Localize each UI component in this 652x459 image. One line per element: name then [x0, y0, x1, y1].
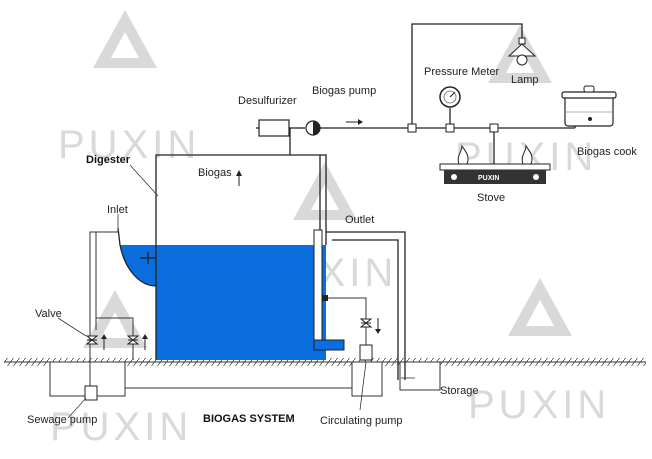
ground: [4, 358, 646, 397]
sewage-pump: [84, 385, 98, 401]
flow-arrow-up-icon: [142, 334, 148, 350]
stove-brand-label: PUXIN: [478, 175, 499, 182]
lamp-icon: [507, 37, 537, 66]
circulating-pump-label: Circulating pump: [320, 415, 403, 427]
outlet-pipe: [326, 231, 415, 380]
watermark-logo-icon: [508, 278, 572, 336]
biogas-pump-icon: [305, 120, 321, 136]
gas-line: [57, 23, 576, 411]
flow-arrow-right-icon: [346, 119, 363, 125]
biogas-cook-label: Biogas cook: [577, 146, 637, 158]
inlet-label: Inlet: [107, 204, 128, 216]
outlet-label: Outlet: [345, 214, 374, 226]
pressure-meter-icon: [439, 86, 461, 108]
circulation-loop: [322, 295, 381, 361]
flow-arrow-up-icon: [101, 334, 107, 350]
flow-arrow-up-icon: [236, 170, 242, 186]
stove-label: Stove: [477, 192, 505, 204]
digester-tank: [117, 154, 345, 360]
watermark-logo-icon: [83, 290, 147, 348]
watermark-logo-icon: [93, 10, 157, 68]
valve-icon: [85, 335, 99, 345]
valve-icon: [359, 318, 373, 328]
system-title: BIOGAS SYSTEM: [203, 413, 295, 425]
sewage-lines: [67, 228, 148, 419]
watermark-logo-icon: [293, 162, 357, 220]
valve-icon: [126, 335, 140, 345]
biogas-pump-label: Biogas pump: [312, 85, 376, 97]
storage-label: Storage: [440, 385, 479, 397]
desulfurizer-label: Desulfurizer: [238, 95, 297, 107]
stove-icon: PUXIN: [439, 144, 551, 184]
biogas-cooker-icon: [561, 85, 617, 127]
desulfurizer: [258, 119, 290, 137]
flow-arrow-down-icon: [375, 318, 381, 334]
lamp-label: Lamp: [511, 74, 539, 86]
pressure-meter-label: Pressure Meter: [424, 66, 500, 78]
watermark-text: PUXIN: [468, 383, 610, 427]
circulating-pump: [359, 344, 373, 361]
watermark-text: PUXIN: [58, 123, 200, 167]
valve-label: Valve: [35, 308, 62, 320]
biogas-label: Biogas: [198, 167, 232, 179]
watermark-text: PUXIN: [50, 405, 192, 449]
digester-water: [120, 245, 326, 360]
digester-label: Digester: [86, 154, 131, 166]
sewage-pump-label: Sewage pump: [27, 414, 97, 426]
